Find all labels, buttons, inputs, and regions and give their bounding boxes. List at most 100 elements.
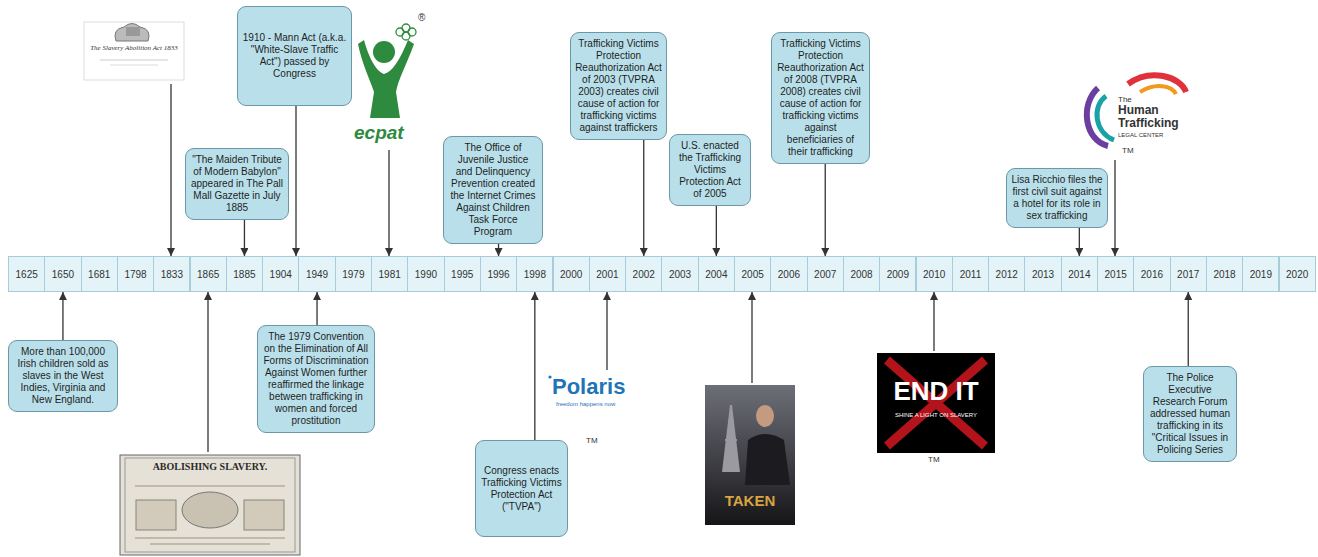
year-cell: 2008 <box>843 256 880 292</box>
event-callout: Congress enacts Trafficking Victims Prot… <box>475 440 568 537</box>
ecpat-logo <box>358 24 416 118</box>
timeline-arrow <box>716 206 717 256</box>
year-cell: 2011 <box>952 256 989 292</box>
year-cell: 2009 <box>879 256 916 292</box>
abolishing-slavery-certificate <box>244 500 284 530</box>
node-text: 2020 <box>1286 269 1308 280</box>
year-cell: 2005 <box>734 256 771 292</box>
node-text: 2010 <box>923 269 945 280</box>
poster-title: TAKEN <box>705 492 795 510</box>
timeline-arrow <box>62 292 63 340</box>
event-callout: 1910 - Mann Act (a.k.a. "White-Slave Tra… <box>237 6 352 106</box>
legal-center-logo <box>1140 86 1176 94</box>
logo-text: Polaris <box>552 374 644 400</box>
leader-line <box>388 150 389 256</box>
year-cell: 2015 <box>1097 256 1134 292</box>
node-text: The Office of Juvenile Justice and Delin… <box>448 142 538 238</box>
timeline-arrow <box>1079 228 1080 256</box>
year-cell: 2007 <box>807 256 844 292</box>
document-title: The Slavery Abolition Act 1833 <box>84 44 184 52</box>
legal-center-logo <box>1097 96 1114 140</box>
node-text: 2001 <box>596 269 618 280</box>
timeline-arrow <box>498 244 499 256</box>
node-text: 2006 <box>778 269 800 280</box>
year-cell: 2016 <box>1133 256 1170 292</box>
node-text: 2004 <box>705 269 727 280</box>
abolition-act-document <box>110 65 158 66</box>
event-callout: The 1979 Convention on the Elimination o… <box>257 325 375 433</box>
event-callout: Trafficking Victims Protection Reauthori… <box>570 32 667 140</box>
ecpat-logo <box>358 40 414 118</box>
node-text: 1949 <box>306 269 328 280</box>
leader-line <box>208 292 209 452</box>
leader-line <box>933 292 934 351</box>
node-text: 2013 <box>1032 269 1054 280</box>
timeline-arrow <box>643 140 644 256</box>
year-cell: 1990 <box>407 256 444 292</box>
timeline-arrow <box>295 106 296 256</box>
node-text: 2005 <box>742 269 764 280</box>
polaris-logo <box>548 375 551 378</box>
leader-line <box>207 292 208 452</box>
year-cell: 2001 <box>589 256 626 292</box>
polaris-logo <box>548 375 551 378</box>
node-text: 2008 <box>850 269 872 280</box>
year-cell: 2006 <box>770 256 807 292</box>
node-text: 2003 <box>669 269 691 280</box>
leader-line <box>752 292 753 383</box>
node-text: Trafficking Victims Protection Reauthori… <box>575 38 662 134</box>
ecpat-logo <box>396 28 404 36</box>
trademark-mark: TM <box>928 455 946 465</box>
abolition-act-document <box>84 22 184 80</box>
event-callout: Trafficking Victims Protection Reauthori… <box>771 32 870 164</box>
abolishing-slavery-certificate <box>120 455 300 555</box>
node-text: "The Maiden Tribute of Modern Babylon" a… <box>190 154 284 214</box>
abolition-act-document <box>100 60 168 61</box>
timeline-arrow <box>1188 292 1189 366</box>
node-text: U.S. enacted the Trafficking Victims Pro… <box>674 140 746 200</box>
year-cell: 1681 <box>81 256 118 292</box>
node-text: 2019 <box>1250 269 1272 280</box>
timeline-arrow <box>534 292 535 440</box>
event-callout: The Office of Juvenile Justice and Delin… <box>443 136 543 244</box>
year-cell: 2018 <box>1206 256 1243 292</box>
ecpat-logo <box>373 41 395 63</box>
taken-poster <box>756 405 774 427</box>
year-cell: 1996 <box>480 256 517 292</box>
year-cell: 2002 <box>625 256 662 292</box>
event-callout: U.S. enacted the Trafficking Victims Pro… <box>669 134 751 206</box>
year-cell: 1995 <box>444 256 481 292</box>
taken-poster <box>705 385 795 525</box>
node-text: The Police Executive Research Forum addr… <box>1148 372 1232 456</box>
year-cell: 1625 <box>8 256 45 292</box>
abolition-act-document <box>84 22 184 80</box>
year-cell: 2013 <box>1024 256 1061 292</box>
year-cell: 1650 <box>44 256 81 292</box>
node-text: 2018 <box>1213 269 1235 280</box>
abolition-act-document <box>115 24 149 42</box>
event-callout: More than 100,000 Irish children sold as… <box>8 340 118 412</box>
legal-center-logo <box>1128 75 1186 92</box>
leader-line <box>751 292 752 383</box>
year-cell: 1885 <box>226 256 263 292</box>
year-cell: 1833 <box>153 256 190 292</box>
logo-text: LEGAL CENTER <box>1118 132 1188 139</box>
node-text: 1625 <box>16 269 38 280</box>
year-cell: 1865 <box>190 256 227 292</box>
node-text: 1865 <box>197 269 219 280</box>
node-text: 2012 <box>996 269 1018 280</box>
year-cell: 2004 <box>698 256 735 292</box>
logo-text: Human Trafficking <box>1118 104 1184 130</box>
node-text: 2000 <box>560 269 582 280</box>
leader-line <box>389 150 390 256</box>
leader-line <box>171 84 172 256</box>
node-text: 2009 <box>887 269 909 280</box>
node-text: Lisa Ricchio files the first civil suit … <box>1011 174 1103 222</box>
year-cell: 1998 <box>516 256 553 292</box>
node-text: 1833 <box>161 269 183 280</box>
node-text: 2014 <box>1068 269 1090 280</box>
leader-line <box>170 84 171 256</box>
abolition-act-document <box>126 27 140 36</box>
leader-line <box>934 292 935 351</box>
trademark-mark: ® <box>418 12 432 24</box>
